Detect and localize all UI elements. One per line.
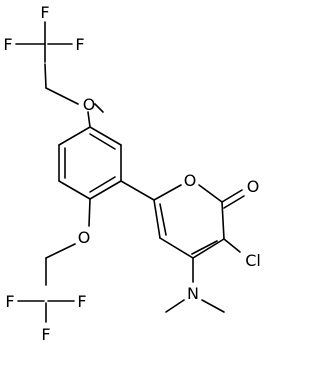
fluorine-label: F	[5, 292, 14, 311]
bond	[58, 126, 91, 146]
bond	[153, 184, 182, 201]
fluorine-label: F	[3, 35, 12, 54]
bond	[88, 198, 91, 227]
oxygen-label: O	[184, 171, 197, 190]
bond	[89, 126, 122, 146]
bond	[165, 299, 185, 313]
bond	[89, 180, 122, 200]
bond	[221, 201, 225, 240]
bond	[87, 111, 91, 128]
oxygen-label: O	[247, 177, 260, 196]
bond	[45, 87, 79, 105]
bond	[201, 299, 225, 313]
bond	[191, 240, 218, 255]
fluorine-label: F	[40, 3, 49, 22]
bond	[44, 63, 47, 89]
chlorine-label: Cl	[245, 251, 261, 270]
bond	[89, 176, 116, 193]
bond	[159, 237, 194, 259]
oxygen-label: O	[78, 228, 91, 247]
fluorine-label: F	[75, 35, 84, 54]
oxygen-label: O	[83, 95, 96, 114]
bond	[192, 238, 225, 259]
bond	[120, 180, 155, 201]
bond	[45, 243, 76, 259]
nitrogen-label: N	[187, 284, 199, 303]
chemical-structure-diagram: F F F O O O O Cl N F F F	[3, 3, 260, 344]
bond	[223, 195, 245, 209]
bond	[94, 103, 104, 113]
bond	[198, 184, 223, 203]
atom-labels: F F F O O O O Cl N F F F	[3, 3, 260, 344]
bond	[223, 238, 241, 253]
bond	[58, 180, 91, 200]
bond	[221, 189, 243, 203]
fluorine-label: F	[41, 325, 50, 344]
fluorine-label: F	[77, 292, 86, 311]
bond	[89, 133, 116, 150]
bond	[159, 203, 167, 236]
bond-lines	[15, 21, 245, 323]
bond	[153, 199, 161, 239]
